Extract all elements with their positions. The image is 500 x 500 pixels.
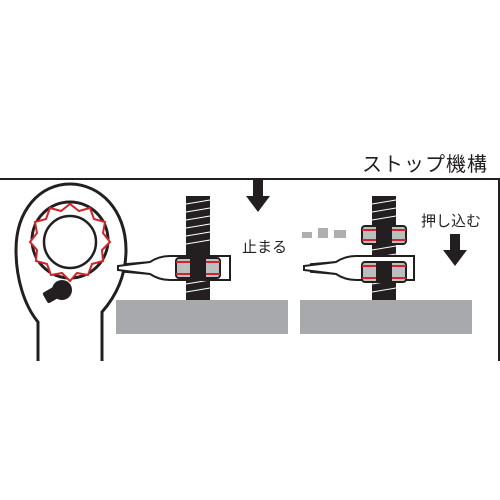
diagram-title: ストップ機構 bbox=[362, 152, 488, 176]
stop-label: 止まる bbox=[242, 238, 288, 256]
work-surface bbox=[116, 300, 288, 334]
push-arrow-icon bbox=[443, 234, 467, 266]
ratchet-gear bbox=[28, 202, 112, 283]
work-surface bbox=[300, 300, 472, 334]
switch-lever bbox=[42, 280, 72, 303]
stop-arrow-icon bbox=[246, 178, 270, 212]
push-label: 押し込む bbox=[421, 212, 482, 230]
wrench-ghost bbox=[302, 228, 346, 238]
stop-mechanism-diagram bbox=[0, 178, 500, 361]
stop-panel bbox=[116, 178, 288, 334]
wrench-head bbox=[14, 182, 128, 361]
frame-border bbox=[0, 178, 500, 361]
push-panel bbox=[300, 196, 472, 334]
bolt-shaft bbox=[186, 196, 210, 300]
